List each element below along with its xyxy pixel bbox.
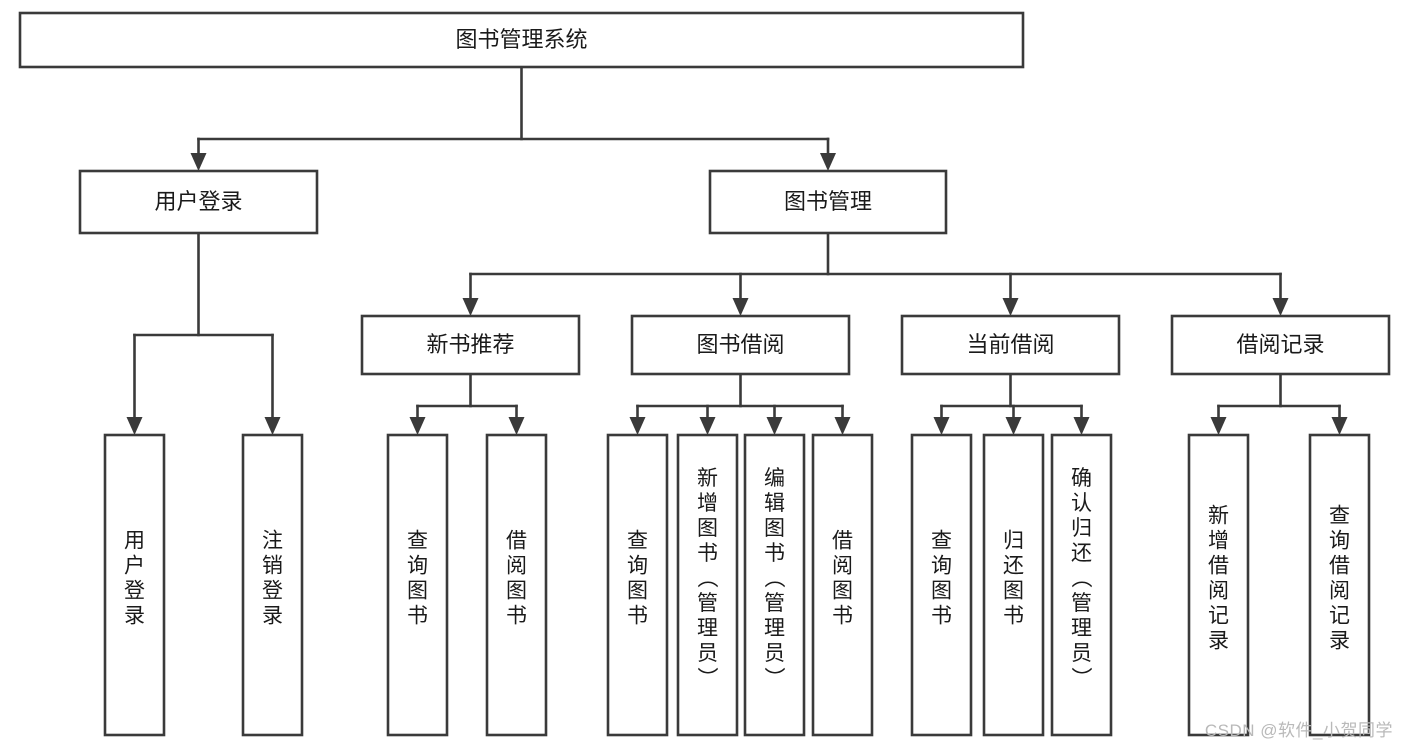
leaf-node-12[interactable]: 新增借阅记录	[1187, 433, 1250, 737]
l3-2-to-leaf-1-arrowhead	[629, 417, 646, 435]
leaf-node-7[interactable]: 编辑图书（管理员）	[743, 433, 806, 737]
root-to-l2-2-arrowhead	[820, 153, 836, 171]
level2-node-2[interactable]: 图书管理	[708, 169, 948, 235]
leaf-node-border	[743, 433, 806, 737]
leaf-node-border	[1050, 433, 1113, 737]
level3-node-3[interactable]: 当前借阅	[900, 314, 1121, 376]
leaf-node-8[interactable]: 借阅图书	[811, 433, 874, 737]
leaf-node-border	[676, 433, 739, 737]
level2-node-label: 用户登录	[154, 189, 242, 214]
level3-node-border	[900, 314, 1121, 376]
level2-node-label: 图书管理	[784, 189, 872, 214]
leaf-node-label: 查询图书	[407, 530, 428, 628]
leaf-node-border	[1187, 433, 1250, 737]
leaf-node-label: 确认归还（管理员）	[1071, 467, 1093, 690]
leaf-node-label: 查询借阅记录	[1329, 505, 1350, 653]
l3-4-to-leaf-2-arrowhead	[1331, 417, 1348, 435]
level3-node-label: 图书借阅	[696, 332, 784, 357]
l3-2-to-leaf-3-arrowhead	[766, 417, 783, 435]
connector-layer	[126, 65, 1348, 435]
l3-2-to-leaf-2-arrowhead	[699, 417, 716, 435]
leaf-node-13[interactable]: 查询借阅记录	[1308, 433, 1371, 737]
leaf-node-label: 归还图书	[1003, 530, 1024, 628]
watermark-label: CSDN @软件_小贺同学	[1204, 721, 1393, 740]
leaf-node-label: 借阅图书	[506, 530, 527, 628]
level3-node-border	[630, 314, 851, 376]
leaf-node-label: 查询图书	[627, 530, 648, 628]
mgr-to-l3-3-arrowhead	[1002, 298, 1019, 316]
l3-3-to-leaf-1-arrowhead	[933, 417, 950, 435]
leaf-node-border	[103, 433, 166, 737]
mgr-to-l3-4-arrowhead	[1272, 298, 1289, 316]
root-node-1[interactable]: 图书管理系统	[18, 11, 1025, 69]
leaf-node-9[interactable]: 查询图书	[910, 433, 973, 737]
leaf-node-label: 新增借阅记录	[1208, 505, 1229, 653]
level3-node-border	[360, 314, 581, 376]
leaf-node-border	[386, 433, 449, 737]
leaf-node-11[interactable]: 确认归还（管理员）	[1050, 433, 1113, 737]
level3-node-label: 当前借阅	[966, 332, 1054, 357]
mgr-to-l3-2-arrowhead	[732, 298, 749, 316]
l3-1-to-leaf-2-arrowhead	[508, 417, 525, 435]
leaf-node-1[interactable]: 用户登录	[103, 433, 166, 737]
level2-node-border	[708, 169, 948, 235]
l3-2-to-leaf-4-arrowhead	[834, 417, 851, 435]
l3-1-to-leaf-1-arrowhead	[409, 417, 426, 435]
leaf-node-5[interactable]: 查询图书	[606, 433, 669, 737]
l3-4-to-leaf-1-arrowhead	[1210, 417, 1227, 435]
leaf-node-label: 编辑图书（管理员）	[764, 467, 786, 690]
leaf-node-label: 注销登录	[262, 530, 283, 628]
leaf-node-border	[241, 433, 304, 737]
leaf-node-label: 查询图书	[931, 530, 952, 628]
leaf-node-label: 用户登录	[124, 530, 145, 628]
level2-node-border	[78, 169, 319, 235]
level2-node-1[interactable]: 用户登录	[78, 169, 319, 235]
leaf-node-border	[1308, 433, 1371, 737]
leaf-node-border	[485, 433, 548, 737]
leaf-node-10[interactable]: 归还图书	[982, 433, 1045, 737]
mgr-to-l3-1-arrowhead	[462, 298, 479, 316]
leaf-node-border	[811, 433, 874, 737]
root-node-label: 图书管理系统	[455, 27, 587, 52]
leaf-node-3[interactable]: 查询图书	[386, 433, 449, 737]
leaf-node-6[interactable]: 新增图书（管理员）	[676, 433, 739, 737]
level3-node-label: 新书推荐	[426, 332, 514, 357]
leaf-node-label: 新增图书（管理员）	[697, 467, 719, 690]
level3-node-4[interactable]: 借阅记录	[1170, 314, 1391, 376]
level3-node-border	[1170, 314, 1391, 376]
level3-node-label: 借阅记录	[1236, 332, 1324, 357]
leaf-node-4[interactable]: 借阅图书	[485, 433, 548, 737]
leaf-node-label: 借阅图书	[832, 530, 853, 628]
level3-node-2[interactable]: 图书借阅	[630, 314, 851, 376]
leaf-node-border	[910, 433, 973, 737]
leaf-node-2[interactable]: 注销登录	[241, 433, 304, 737]
l3-3-to-leaf-3-arrowhead	[1073, 417, 1090, 435]
leaf-node-border	[606, 433, 669, 737]
root-node-border	[18, 11, 1025, 69]
node-layer: 图书管理系统用户登录图书管理新书推荐图书借阅当前借阅借阅记录用户登录注销登录查询…	[18, 11, 1391, 737]
root-to-l2-1-arrowhead	[190, 153, 207, 171]
leaf-node-border	[982, 433, 1045, 737]
level3-node-1[interactable]: 新书推荐	[360, 314, 581, 376]
login-to-leaf-1-arrowhead	[126, 417, 143, 435]
l3-3-to-leaf-2-arrowhead	[1005, 417, 1022, 435]
login-to-leaf-2-arrowhead	[264, 417, 281, 435]
